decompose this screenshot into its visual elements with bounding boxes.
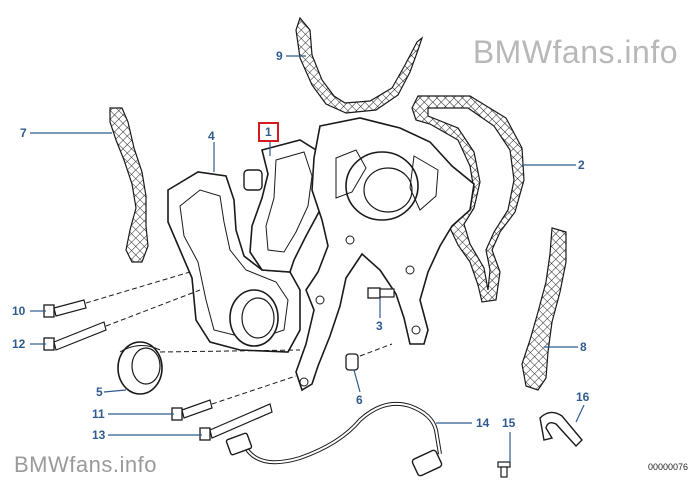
callout-5[interactable]: 5 (96, 385, 103, 399)
callout-1[interactable]: 1 (258, 122, 279, 142)
gasket-9 (295, 16, 424, 114)
cover-4-inner-edge (179, 189, 289, 341)
cover-seal-ring (229, 289, 279, 347)
callout-8[interactable]: 8 (580, 340, 587, 354)
diagram-number: 00000076 (647, 462, 688, 472)
callout-13[interactable]: 13 (92, 428, 106, 442)
bolt-3 (367, 287, 395, 299)
shaft-seal-5 (117, 341, 163, 395)
upper-timing-cover-1 (249, 139, 323, 273)
callout-14[interactable]: 14 (476, 416, 490, 430)
callout-2[interactable]: 2 (578, 158, 585, 172)
front-housing (295, 117, 475, 392)
callout-3[interactable]: 3 (376, 319, 383, 333)
cover-1-boss (243, 169, 263, 191)
bolt-13 (199, 403, 273, 441)
bolt-10 (43, 271, 191, 318)
callout-9[interactable]: 9 (276, 49, 283, 63)
callout-7[interactable]: 7 (20, 126, 27, 140)
callout-15[interactable]: 15 (502, 416, 516, 430)
gasket-2 (411, 95, 525, 303)
gasket-8 (521, 227, 567, 391)
clip-16 (539, 411, 583, 448)
callout-10[interactable]: 10 (12, 304, 26, 318)
callout-16[interactable]: 16 (576, 390, 590, 404)
watermark-logo-top: BMWfans.info (472, 34, 678, 70)
callout-11[interactable]: 11 (92, 407, 105, 421)
screw-15 (497, 461, 511, 478)
watermark-logo-bottom: BMWfans.info (14, 452, 157, 477)
leader-lines (30, 55, 585, 462)
bolt-12 (43, 289, 201, 351)
callout-4[interactable]: 4 (208, 129, 215, 143)
callout-12[interactable]: 12 (12, 337, 26, 351)
dowel-6 (345, 343, 393, 371)
callout-6[interactable]: 6 (356, 393, 363, 407)
cover-1-inner-edge (265, 151, 313, 253)
sensor-14 (225, 401, 443, 477)
bolt-11 (171, 375, 297, 421)
gasket-7 (109, 107, 149, 263)
